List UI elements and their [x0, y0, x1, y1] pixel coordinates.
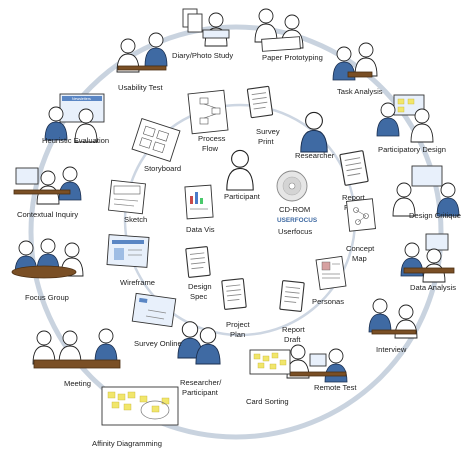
label-project-plan-line1: Project — [226, 320, 251, 329]
usability-test-illustration — [116, 32, 168, 73]
paper-prototyping-illustration — [254, 8, 304, 52]
card-sorting-illustration — [249, 349, 291, 375]
participant-figure — [226, 149, 254, 191]
survey-print-icon — [246, 85, 274, 119]
report-final-icon — [339, 150, 369, 186]
label-task-analysis: Task Analysis — [337, 87, 383, 96]
outer-ring — [28, 24, 444, 440]
label-project-plan: Project Plan — [226, 320, 252, 339]
interview-illustration — [368, 298, 418, 339]
label-design-spec-line2: Spec — [190, 292, 208, 301]
label-wireframe: Wireframe — [120, 278, 155, 287]
personas-icon — [315, 255, 347, 291]
heuristic-screen-text: Newsletters — [72, 97, 91, 101]
label-storyboard: Storyboard — [144, 164, 181, 173]
label-paper-prototyping: Paper Prototyping — [262, 53, 323, 62]
label-survey-print-line1: Survey — [256, 127, 280, 136]
label-survey-online: Survey Online — [134, 339, 182, 348]
label-affinity-diagramming: Affinity Diagramming — [92, 439, 162, 448]
storyboard-icon — [131, 118, 181, 162]
affinity-diagramming-illustration — [101, 386, 179, 426]
heuristic-evaluation-illustration: Newsletters — [44, 93, 105, 143]
remote-test-illustration — [286, 344, 348, 383]
contextual-inquiry-illustration — [13, 166, 82, 205]
label-process-flow-line1: Process — [198, 134, 226, 143]
focus-group-illustration — [11, 238, 84, 279]
label-design-critique: Design Critique — [409, 211, 461, 220]
project-plan-icon — [221, 278, 247, 310]
task-analysis-illustration — [332, 42, 378, 81]
label-sketch: Sketch — [124, 215, 147, 224]
cd-rom-disc — [276, 170, 308, 202]
label-concept-map-line2: Map — [352, 254, 367, 263]
label-diary-photo-study: Diary/Photo Study — [172, 51, 233, 60]
label-userfocus: Userfocus — [278, 227, 312, 236]
researcher-figure — [300, 111, 328, 153]
label-usability-test: Usability Test — [118, 83, 163, 92]
wireframe-icon — [106, 234, 150, 268]
sketch-icon — [108, 179, 146, 215]
diary-photo-study-illustration — [182, 8, 230, 47]
label-report-draft-line1: Report — [282, 325, 306, 334]
survey-online-icon — [131, 292, 177, 328]
label-contextual-inquiry: Contextual Inquiry — [17, 210, 78, 219]
label-concept-map: Concept Map — [346, 244, 376, 263]
label-concept-map-line1: Concept — [346, 244, 375, 253]
label-card-sorting: Card Sorting — [246, 397, 289, 406]
label-participatory-design: Participatory Design — [378, 145, 446, 154]
label-interview: Interview — [376, 345, 407, 354]
design-critique-illustration — [392, 165, 460, 217]
label-project-plan-line2: Plan — [230, 330, 245, 339]
report-draft-icon — [279, 280, 305, 312]
label-researcher-participant-line2: Participant — [182, 388, 219, 397]
label-researcher-participant-line1: Researcher/ — [180, 378, 222, 387]
label-survey-print: Survey Print — [256, 127, 282, 146]
label-survey-print-line2: Print — [258, 137, 275, 146]
label-focus-group: Focus Group — [25, 293, 69, 302]
meeting-illustration — [32, 328, 121, 369]
label-report-draft: Report Draft — [282, 325, 307, 344]
label-design-spec: Design Spec — [188, 282, 214, 301]
userfocus-brand: USERFOCUS — [277, 217, 318, 224]
label-personas: Personas — [312, 297, 344, 306]
label-process-flow: Process Flow — [198, 134, 228, 153]
label-cd-rom: CD-ROM — [279, 205, 310, 214]
concept-map-icon — [346, 198, 376, 232]
label-heuristic-evaluation: Heuristic Evaluation — [42, 136, 109, 145]
data-analysis-illustration — [400, 233, 455, 283]
label-researcher-participant: Researcher/ Participant — [180, 378, 224, 397]
data-vis-icon — [184, 184, 214, 220]
label-process-flow-line2: Flow — [202, 144, 219, 153]
process-flow-icon — [187, 89, 229, 135]
label-data-analysis: Data Analysis — [410, 283, 456, 292]
design-spec-icon — [185, 246, 211, 278]
participatory-design-illustration — [376, 94, 434, 143]
label-report-final-line1: Report — [342, 193, 366, 202]
label-participant: Participant — [224, 192, 261, 201]
label-design-spec-line1: Design — [188, 282, 212, 291]
label-report-draft-line2: Draft — [284, 335, 301, 344]
label-meeting: Meeting — [64, 379, 91, 388]
label-researcher: Researcher — [295, 151, 335, 160]
label-data-vis: Data Vis — [186, 225, 215, 234]
label-remote-test: Remote Test — [314, 383, 357, 392]
